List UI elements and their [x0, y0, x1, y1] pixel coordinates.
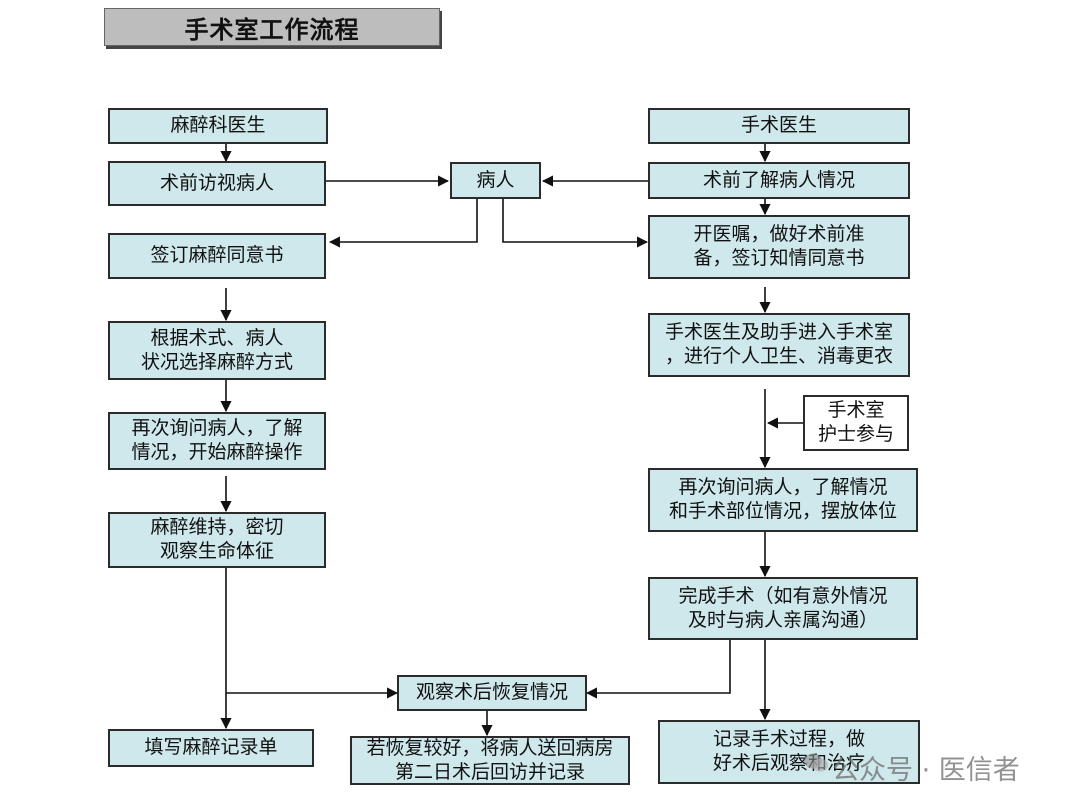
node-surgeon: 手术医生 [648, 108, 910, 144]
node-orders-consent: 开医嘱，做好术前准 备，签订知情同意书 [648, 215, 910, 279]
node-or-nurse: 手术室 护士参与 [803, 395, 909, 451]
arrow-patient-to-orders [502, 199, 649, 248]
node-record-surgery: 记录手术过程，做 好术后观察和治疗 [658, 720, 920, 784]
node-enter-or: 手术医生及助手进入手术室 ，进行个人卫生、消毒更衣 [648, 313, 910, 377]
arrow-complete-to-observe [585, 640, 731, 699]
node-start-anes: 再次询问病人，了解 情况，开始麻醉操作 [108, 412, 326, 470]
flowchart-title: 手术室工作流程 [104, 8, 440, 46]
node-position-patient: 再次询问病人，了解情况 和手术部位情况，摆放体位 [648, 468, 918, 532]
node-choose-anes-method: 根据术式、病人 状况选择麻醉方式 [108, 321, 326, 380]
node-patient: 病人 [450, 162, 541, 199]
node-complete-surgery: 完成手术（如有意外情况 及时与病人亲属沟通） [648, 577, 918, 640]
node-sign-anes-consent: 签订麻醉同意书 [108, 233, 326, 279]
node-anes-doctor: 麻醉科医生 [108, 108, 328, 144]
node-preop-understand: 术前了解病人情况 [648, 162, 910, 199]
node-observe-recovery: 观察术后恢复情况 [397, 675, 587, 711]
node-maintain-anes: 麻醉维持，密切 观察生命体征 [108, 512, 326, 568]
node-fill-anes-record: 填写麻醉记录单 [108, 729, 314, 767]
node-good-recovery: 若恢复较好，将病人送回病房 第二日术后回访并记录 [350, 736, 630, 785]
watermark-text: 公众号 · 医信者 [832, 755, 1020, 786]
wechat-logo-icon [804, 753, 828, 772]
node-preop-visit: 术前访视病人 [108, 161, 326, 206]
arrow-patient-to-anes-consent [328, 199, 478, 248]
